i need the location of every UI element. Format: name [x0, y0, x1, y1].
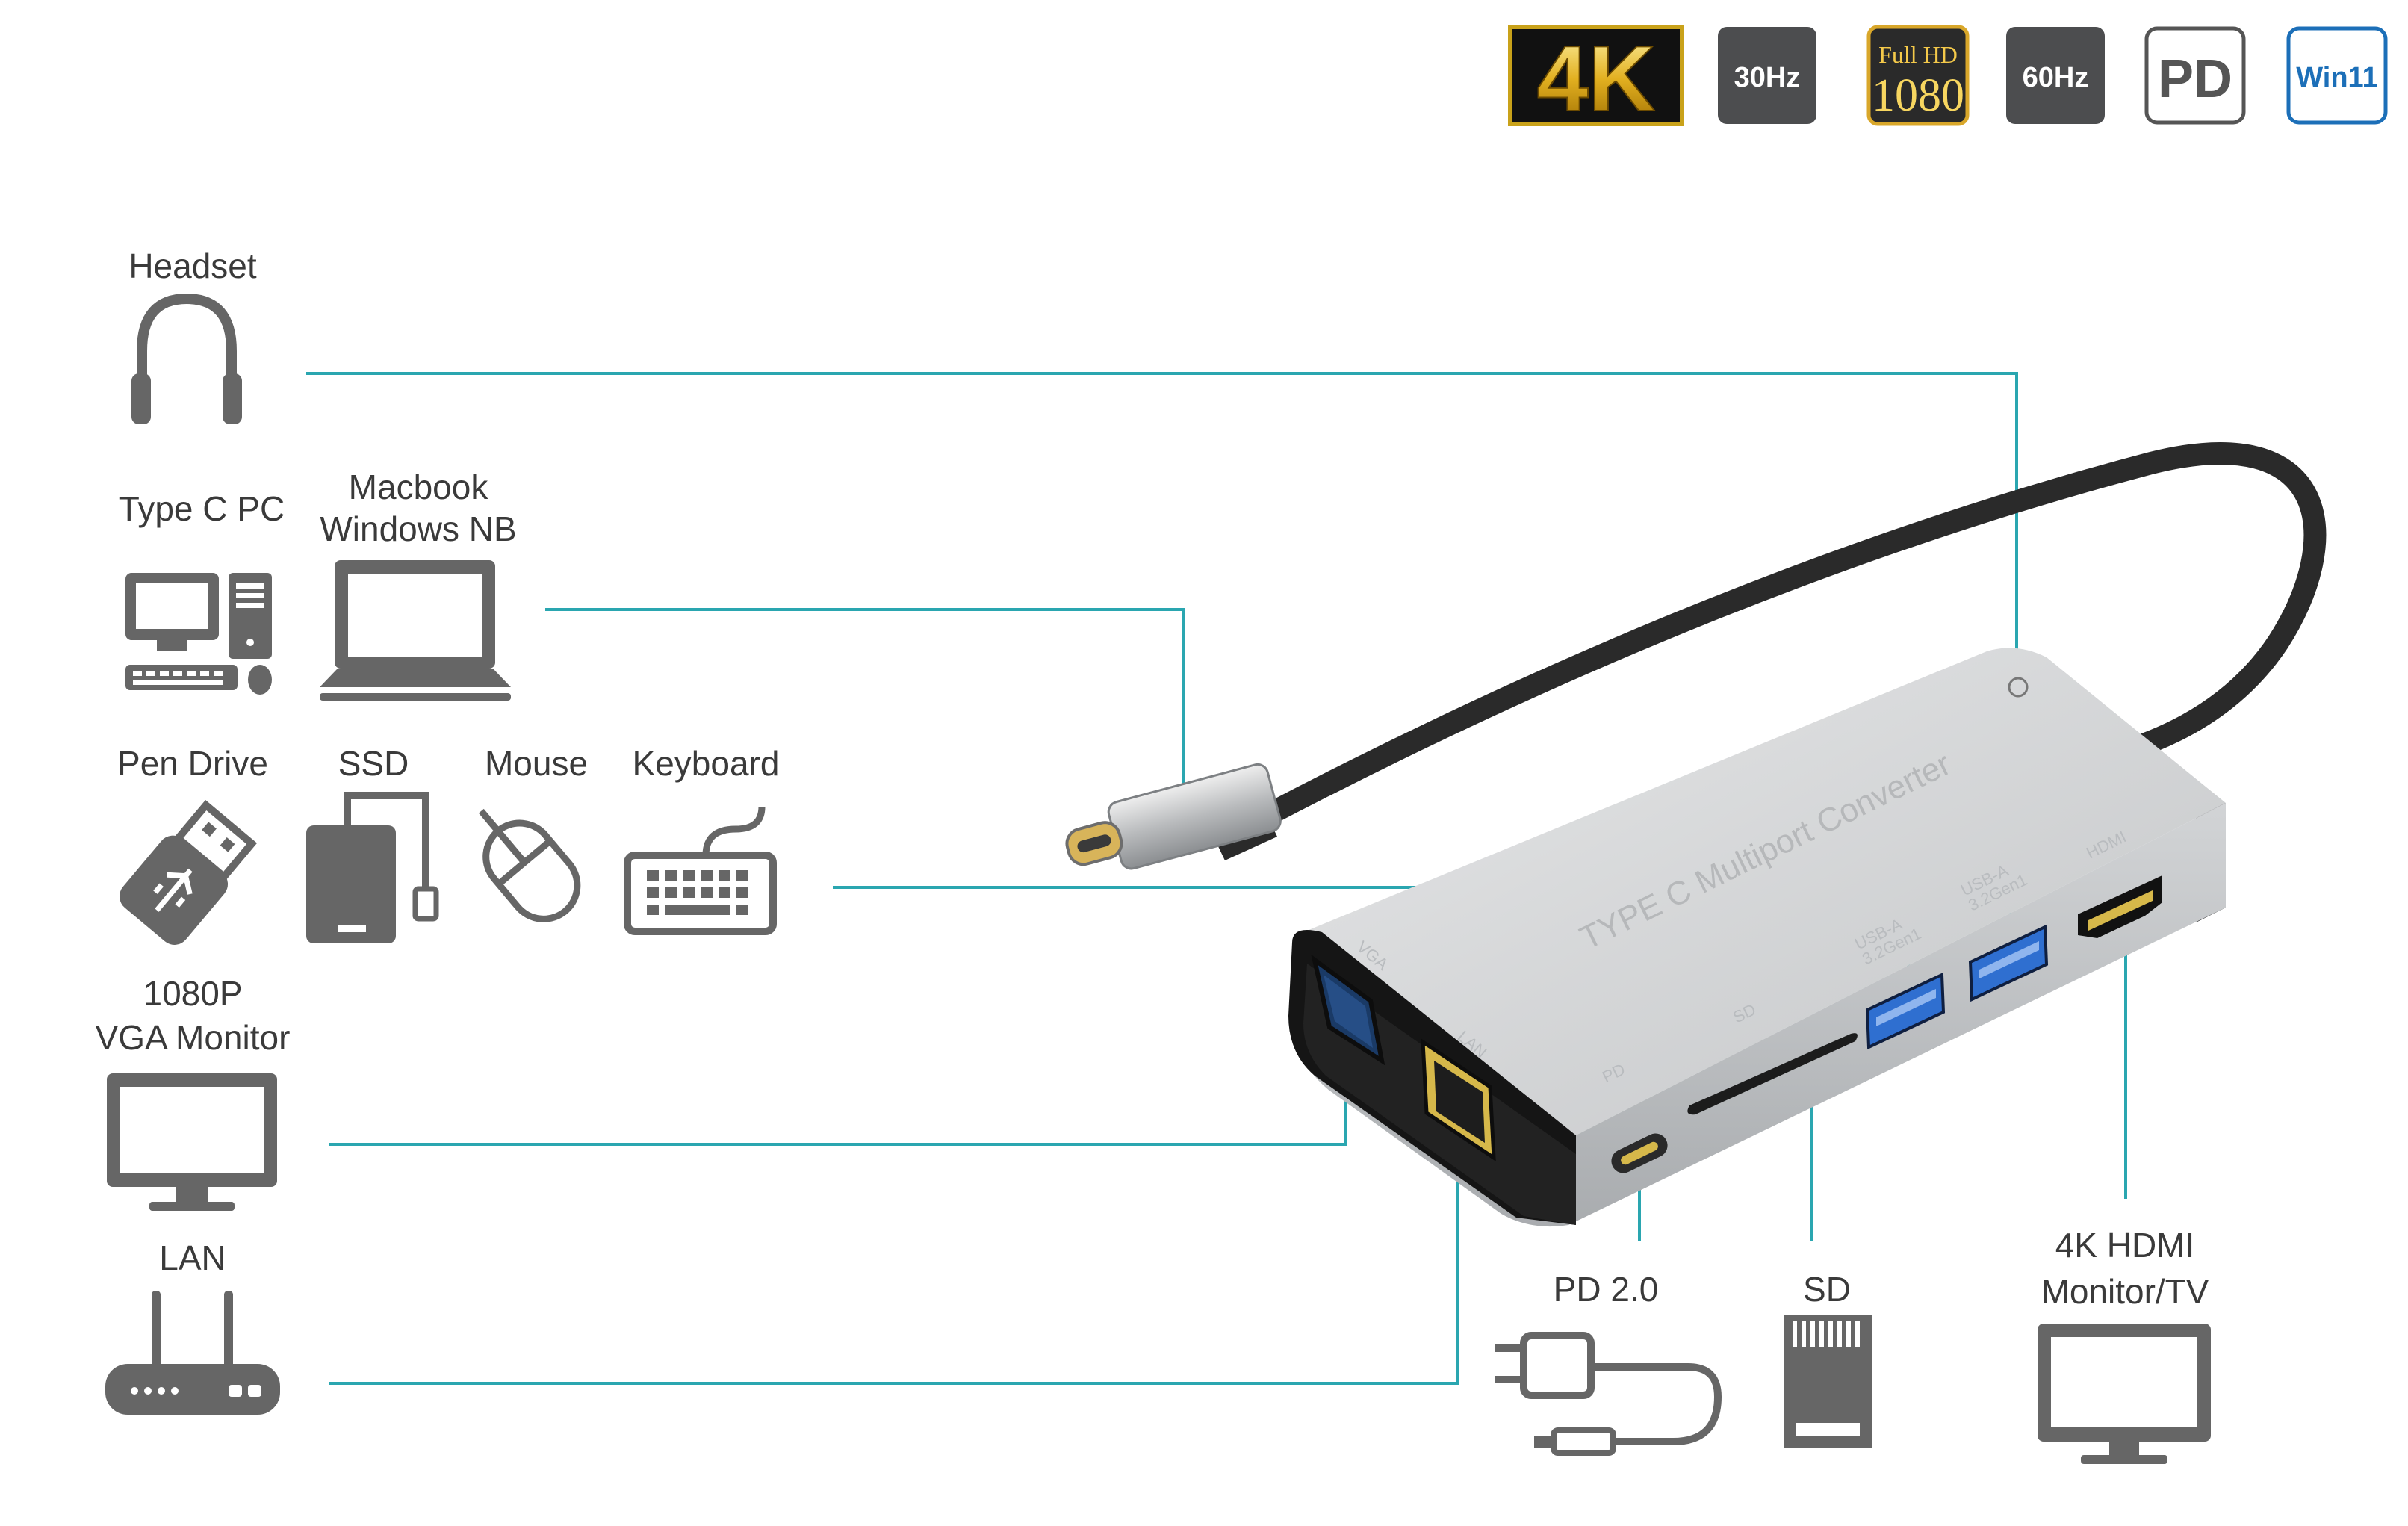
badge-4k: 4K — [1508, 25, 1684, 131]
badge-full-hd-1080: Full HD 1080 — [1866, 25, 1970, 126]
label-keyboard: Keyboard — [633, 744, 780, 783]
mouse-icon — [478, 808, 581, 922]
sd-card-icon — [1784, 1315, 1872, 1448]
badge-60hz: 60Hz — [2006, 27, 2105, 124]
badge-1080-text: 1080 — [1872, 70, 1964, 121]
badge-30hz: 30Hz — [1718, 27, 1816, 124]
badge-pd-text: PD — [2158, 49, 2232, 109]
line-laptop — [545, 608, 1185, 803]
label-hdmi-line2: Monitor/TV — [2041, 1272, 2209, 1311]
badge-4k-text: 4K — [1537, 28, 1656, 131]
label-lan: LAN — [159, 1238, 226, 1277]
usb-c-plug — [1065, 763, 1282, 870]
power-adapter-icon — [1495, 1332, 1722, 1456]
label-hdmi-line1: 4K HDMI — [2055, 1226, 2195, 1265]
label-mouse: Mouse — [485, 744, 588, 783]
label-sd: SD — [1803, 1270, 1851, 1309]
vga-monitor-icon — [107, 1073, 277, 1211]
label-macbook-line2: Windows NB — [320, 509, 516, 548]
line-headset — [306, 372, 2018, 665]
label-pen-drive: Pen Drive — [117, 744, 268, 783]
usb-flash-drive-icon — [119, 799, 258, 945]
hub-body-top — [1297, 648, 2226, 1139]
laptop-icon — [320, 560, 511, 701]
ssd-icon — [306, 792, 439, 943]
router-icon — [105, 1291, 280, 1415]
badge-full-hd-text: Full HD — [1878, 41, 1958, 68]
keyboard-icon — [624, 806, 777, 935]
usb-c-hub: TYPE C Multiport Converter VGA LAN PD SD — [1065, 442, 2327, 1227]
badge-win11-text: Win11 — [2296, 62, 2377, 93]
headset-icon — [131, 293, 242, 424]
tv-monitor-icon — [2038, 1324, 2211, 1464]
line-vga-monitor — [329, 1008, 1347, 1146]
label-vga-monitor-line2: VGA Monitor — [96, 1018, 291, 1057]
desktop-pc-icon — [125, 573, 272, 695]
badge-pd: PD — [2144, 26, 2246, 125]
label-ssd: SSD — [338, 744, 409, 783]
label-macbook-line1: Macbook — [349, 468, 489, 506]
lan-port: LAN — [1421, 1027, 1496, 1161]
hub-cable — [1251, 442, 2327, 829]
label-type-c-pc: Type C PC — [119, 489, 285, 528]
label-pd-2-0: PD 2.0 — [1554, 1270, 1659, 1309]
label-headset: Headset — [128, 246, 257, 285]
audio-jack — [2008, 677, 2029, 698]
label-vga-monitor-line1: 1080P — [143, 974, 242, 1013]
badge-60hz-text: 60Hz — [2023, 62, 2089, 93]
badge-30hz-text: 30Hz — [1734, 62, 1801, 93]
line-lan — [329, 1126, 1459, 1385]
badge-win11: Win11 — [2286, 26, 2388, 125]
